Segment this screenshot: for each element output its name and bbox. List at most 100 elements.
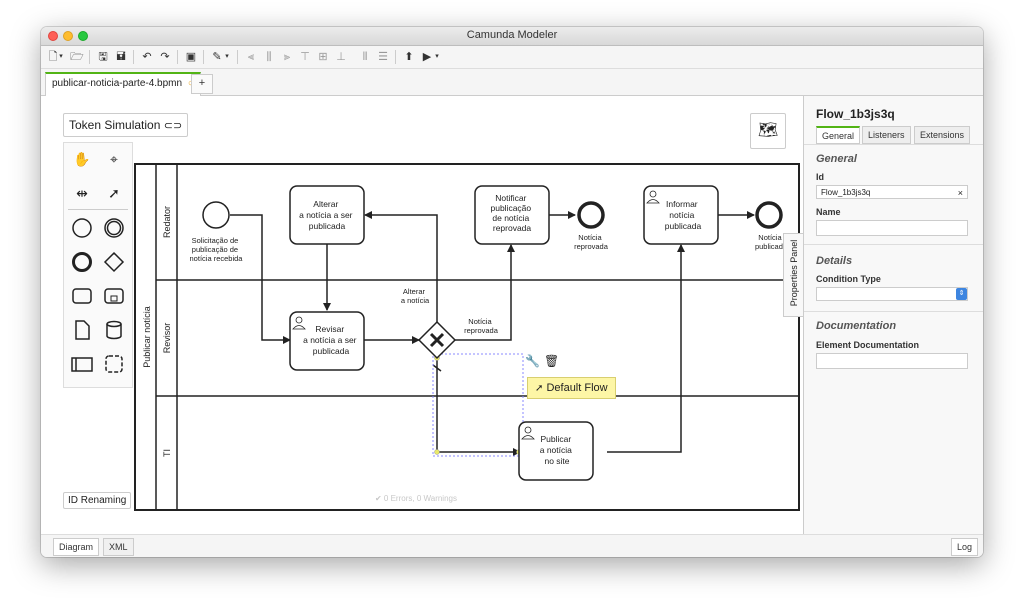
data-store-icon[interactable] [102, 319, 126, 343]
align-middle-icon[interactable]: ⊞ [318, 51, 328, 63]
gateway-icon[interactable] [102, 251, 126, 275]
undo-icon[interactable]: ↶ [142, 51, 152, 63]
file-tab-label: publicar-noticia-parte-4.bpmn [52, 78, 183, 89]
minimize-window-button[interactable] [63, 31, 73, 41]
id-renaming-label: ID Renaming [68, 495, 127, 506]
condition-type-select[interactable]: ⇕ [816, 287, 968, 301]
map-icon: 🗺 [757, 122, 779, 139]
chevron-down-icon[interactable]: ▾ [435, 53, 439, 60]
align-right-icon[interactable]: ⫸ [283, 51, 291, 63]
window-title: Camunda Modeler [466, 29, 558, 41]
task-icon[interactable] [70, 285, 94, 309]
tab-listeners[interactable]: Listeners [862, 126, 911, 144]
flow-reprovada-label: Notícia reprovada [464, 317, 499, 335]
task-informar[interactable] [643, 185, 719, 245]
properties-panel: Flow_1b3js3q General Listeners Extension… [803, 96, 983, 534]
tab-xml[interactable]: XML [103, 538, 134, 556]
end-publicada-label: Notícia publicada [755, 233, 788, 251]
properties-panel-toggle[interactable]: Properties Panel [783, 233, 804, 317]
tab-diagram[interactable]: Diagram [53, 538, 100, 556]
task-publicar[interactable] [518, 421, 594, 481]
save-icon[interactable]: 🖫 [98, 51, 108, 63]
add-tab-button[interactable]: + [191, 74, 213, 94]
distribute-vertical-icon[interactable]: ☰ [378, 51, 388, 63]
chevron-down-icon[interactable]: ▾ [59, 53, 63, 60]
new-file-icon[interactable]: 🗋 [48, 51, 58, 63]
svg-text:Notificar publicação: Notificar publicação de notícia reprovad… [490, 193, 533, 233]
pool-icon[interactable] [70, 353, 94, 377]
start-event[interactable] [202, 201, 230, 229]
element-documentation-label: Element Documentation [816, 340, 920, 350]
task-alterar[interactable] [289, 185, 365, 245]
tab-extensions[interactable]: Extensions [914, 126, 971, 144]
space-tool-icon[interactable]: ⇹ [76, 185, 88, 201]
save-all-icon[interactable]: 🖬 [116, 51, 126, 63]
color-brush-icon[interactable]: ✎ [212, 51, 222, 63]
end-event-reprovada[interactable] [577, 201, 605, 229]
align-left-icon[interactable]: ⫷ [247, 51, 255, 63]
diagram-canvas[interactable]: Token Simulation ⊂⊃ 🗺 ✋ ⌖ ⇹ ➚ [41, 96, 804, 534]
align-bottom-icon[interactable]: ⊥ [336, 51, 346, 63]
properties-panel-toggle-label: Properties Panel [789, 239, 799, 307]
lasso-tool-icon[interactable]: ⌖ [110, 151, 118, 167]
flow-start-to-revisar[interactable] [230, 214, 291, 344]
toolbar: 🗋 ▾ 🗁 🖫 🖬 ↶ ↷ ▣ ✎ ▾ ⫷ ⫼ ⫸ ⊤ ⊞ ⊥ ⫴ ☰ ⬆ ▶ … [41, 46, 983, 69]
bottom-bar: Diagram XML Log [41, 534, 983, 557]
group-icon[interactable] [102, 353, 126, 377]
hand-tool-icon[interactable]: ✋ [73, 151, 91, 167]
token-simulation-button[interactable]: Token Simulation ⊂⊃ [63, 113, 189, 137]
linting-status[interactable]: ✔ 0 Errors, 0 Warnings [375, 494, 457, 503]
id-renaming-button[interactable]: ID Renaming [63, 492, 132, 509]
svg-text:Revisar a notícia a se: Revisar a notícia a ser publicada [303, 324, 359, 356]
default-flow-gateway-to-publicar[interactable] [436, 357, 521, 456]
task-revisar[interactable] [289, 311, 365, 371]
distribute-horizontal-icon[interactable]: ⫴ [362, 51, 368, 63]
flow-gateway-to-alterar[interactable] [364, 211, 438, 323]
wrench-icon[interactable]: 🔧 [525, 353, 540, 368]
align-top-icon[interactable]: ⊤ [300, 51, 310, 63]
subprocess-icon[interactable] [102, 285, 126, 309]
pool-label: Publicar notícia [142, 306, 152, 368]
trash-icon[interactable]: 🗑 [544, 354, 559, 368]
intermediate-event-icon[interactable] [102, 217, 126, 241]
task-notificar[interactable] [474, 185, 550, 245]
element-documentation-field[interactable] [816, 353, 968, 369]
flow-gateway-to-notificar[interactable] [455, 244, 515, 341]
log-button[interactable]: Log [951, 538, 979, 556]
close-window-button[interactable] [48, 31, 58, 41]
id-field[interactable]: Flow_1b3js3q × [816, 185, 968, 199]
flow-publicar-to-informar[interactable] [607, 244, 685, 453]
clear-icon[interactable]: × [957, 188, 963, 198]
tab-general[interactable]: General [816, 126, 861, 144]
select-arrow-icon: ⇕ [956, 288, 967, 300]
svg-text:Publicar a notícia: Publicar a notícia no site [540, 434, 575, 466]
global-connect-tool-icon[interactable]: ➚ [108, 185, 120, 201]
title-bar: Camunda Modeler [41, 27, 983, 46]
name-field[interactable] [816, 220, 968, 236]
unsaved-indicator-icon: ○ [188, 78, 194, 89]
pool[interactable] [134, 163, 800, 511]
align-center-icon[interactable]: ⫼ [266, 51, 272, 63]
file-tab[interactable]: publicar-noticia-parte-4.bpmn ○ [45, 72, 201, 96]
start-instance-icon[interactable]: ▶ [422, 51, 432, 63]
user-task-icon [521, 426, 535, 440]
data-object-icon[interactable] [70, 319, 94, 343]
redo-icon[interactable]: ↷ [160, 51, 170, 63]
default-flow-popup[interactable]: ➚ Default Flow [527, 377, 616, 399]
end-event-publicada[interactable] [755, 201, 783, 229]
open-folder-icon[interactable]: 🗁 [70, 51, 84, 63]
chevron-down-icon[interactable]: ▾ [225, 53, 229, 60]
minimap-button[interactable]: 🗺 [750, 113, 786, 149]
bpmn-diagram[interactable]: Publicar notícia Redator Revisor TI Sol [41, 96, 803, 534]
svg-text:Informar notícia: Informar notícia publicada [665, 199, 702, 231]
toggle-off-icon: ⊂⊃ [163, 120, 183, 132]
app-window: Camunda Modeler 🗋 ▾ 🗁 🖫 🖬 ↶ ↷ ▣ ✎ ▾ ⫷ ⫼ … [41, 27, 983, 557]
deploy-icon[interactable]: ⬆ [404, 51, 414, 63]
section-general: General [816, 153, 857, 165]
properties-element-id: Flow_1b3js3q [816, 107, 895, 121]
maximize-window-button[interactable] [78, 31, 88, 41]
start-event-icon[interactable] [70, 217, 94, 241]
tool-palette: ✋ ⌖ ⇹ ➚ [63, 142, 133, 388]
export-image-icon[interactable]: ▣ [185, 51, 197, 63]
end-event-icon[interactable] [70, 251, 94, 275]
